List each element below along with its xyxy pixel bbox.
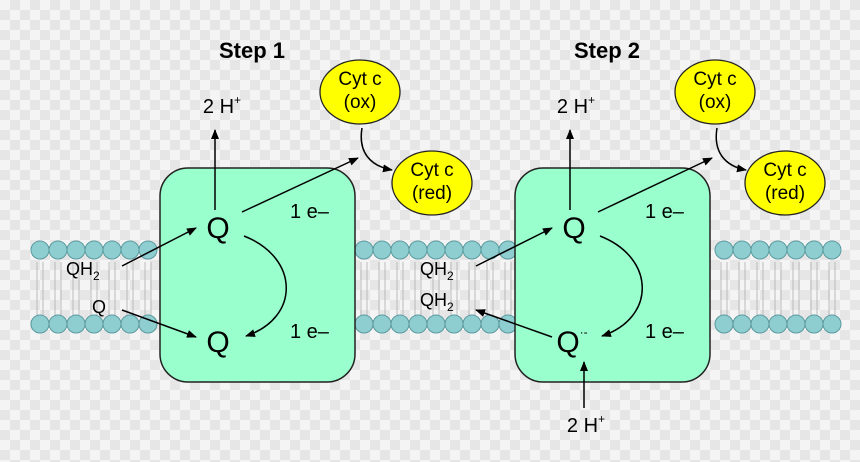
step2-qh2-in-label: QH2 xyxy=(420,259,454,283)
lipid-head xyxy=(822,314,842,334)
lipid-head xyxy=(462,240,482,260)
lipid-head xyxy=(786,314,806,334)
lipid-head xyxy=(408,240,428,260)
lipid-head xyxy=(786,240,806,260)
step1-electron-to-cyt-arrow xyxy=(241,157,359,213)
lipid-head xyxy=(372,240,392,260)
step1-cyt-ox-line1: Cyt c xyxy=(338,69,381,90)
step2-cyt-ox-line2: (ox) xyxy=(699,92,732,113)
lipid-head xyxy=(48,314,68,334)
step1-cyt-c-reduced: Cyt c (red) xyxy=(391,150,473,216)
step2-cyt-c-oxidized: Cyt c (ox) xyxy=(674,59,756,125)
step1-cyt-red-line1: Cyt c xyxy=(410,160,453,181)
lipid-head xyxy=(462,314,482,334)
lipid-head xyxy=(102,240,122,260)
lipid-head xyxy=(354,314,374,334)
lipid-head xyxy=(138,314,158,334)
lipid-head xyxy=(444,240,464,260)
lipid-head xyxy=(750,314,770,334)
step2-q-to-qh2-arrow xyxy=(475,309,553,338)
lipid-head xyxy=(102,314,122,334)
step2-q-top: Q xyxy=(562,212,585,245)
step1-q-top: Q xyxy=(206,212,229,245)
lipid-head xyxy=(426,314,446,334)
lipid-heads-top xyxy=(30,240,842,260)
step2-qh2-to-q-arrow xyxy=(475,227,553,267)
lipid-head xyxy=(732,240,752,260)
step2-qh2-out-label: QH2 xyxy=(420,290,454,314)
step1-q-cycle-arrow xyxy=(243,235,287,337)
step2-proton-out-label: 2 H+ xyxy=(557,93,595,118)
step2-cyt-ox-line1: Cyt c xyxy=(693,69,736,90)
lipid-head xyxy=(822,240,842,260)
lipid-head xyxy=(768,314,788,334)
lipid-head xyxy=(750,240,770,260)
lipid-head xyxy=(714,314,734,334)
step1-title: Step 1 xyxy=(219,38,285,63)
lipid-head xyxy=(372,314,392,334)
lipid-head xyxy=(66,314,86,334)
lipid-head xyxy=(408,314,428,334)
step1-cyt-reduction-arrow xyxy=(360,127,393,173)
lipid-head xyxy=(390,240,410,260)
step2-electron-top: 1 e– xyxy=(645,201,685,223)
step2-cyt-red-line2: (red) xyxy=(765,183,805,204)
lipid-head xyxy=(444,314,464,334)
step2-electron-to-cyt-arrow xyxy=(597,157,713,213)
lipid-head xyxy=(768,240,788,260)
step1-electron-top: 1 e– xyxy=(290,201,330,223)
step2-cyt-red-line1: Cyt c xyxy=(763,160,806,181)
lipid-head xyxy=(354,240,374,260)
lipid-head xyxy=(84,314,104,334)
step2-cyt-reduction-arrow xyxy=(715,127,747,173)
lipid-head xyxy=(84,240,104,260)
step2-proton-in-label: 2 H+ xyxy=(567,412,605,437)
step1-q-bottom: Q xyxy=(206,326,229,359)
step1-cyt-c-oxidized: Cyt c (ox) xyxy=(319,59,401,125)
step2-q-cycle-arrow xyxy=(599,235,643,337)
step1-q-in-label: Q xyxy=(92,297,106,317)
step1-qh2-to-q-arrow xyxy=(121,227,197,267)
lipid-head xyxy=(30,240,50,260)
membrane-bilayer xyxy=(30,240,842,334)
step2-q-bottom: Q·- xyxy=(556,325,587,359)
step1-cyt-ox-line2: (ox) xyxy=(344,92,377,113)
lipid-head xyxy=(804,240,824,260)
step2-title: Step 2 xyxy=(574,38,640,63)
step1-qh2-in-label: QH2 xyxy=(66,259,100,283)
protein-complex-step2 xyxy=(514,167,711,383)
step2-cyt-c-reduced: Cyt c (red) xyxy=(744,150,826,216)
lipid-heads-bottom xyxy=(30,314,842,334)
lipid-head xyxy=(120,314,140,334)
step1-q-to-q-arrow xyxy=(121,309,197,338)
step1-cyt-red-line2: (red) xyxy=(412,183,452,204)
lipid-tails xyxy=(36,262,836,318)
lipid-head xyxy=(120,240,140,260)
lipid-head xyxy=(714,240,734,260)
lipid-head xyxy=(390,314,410,334)
lipid-head xyxy=(48,240,68,260)
lipid-head xyxy=(732,314,752,334)
lipid-head xyxy=(30,314,50,334)
lipid-head xyxy=(66,240,86,260)
lipid-head xyxy=(426,240,446,260)
lipid-head xyxy=(804,314,824,334)
step2-electron-bottom: 1 e– xyxy=(645,321,685,343)
step1-proton-out-label: 2 H+ xyxy=(203,93,241,118)
step1-electron-bottom: 1 e– xyxy=(290,321,330,343)
protein-complex-step1 xyxy=(159,167,356,383)
